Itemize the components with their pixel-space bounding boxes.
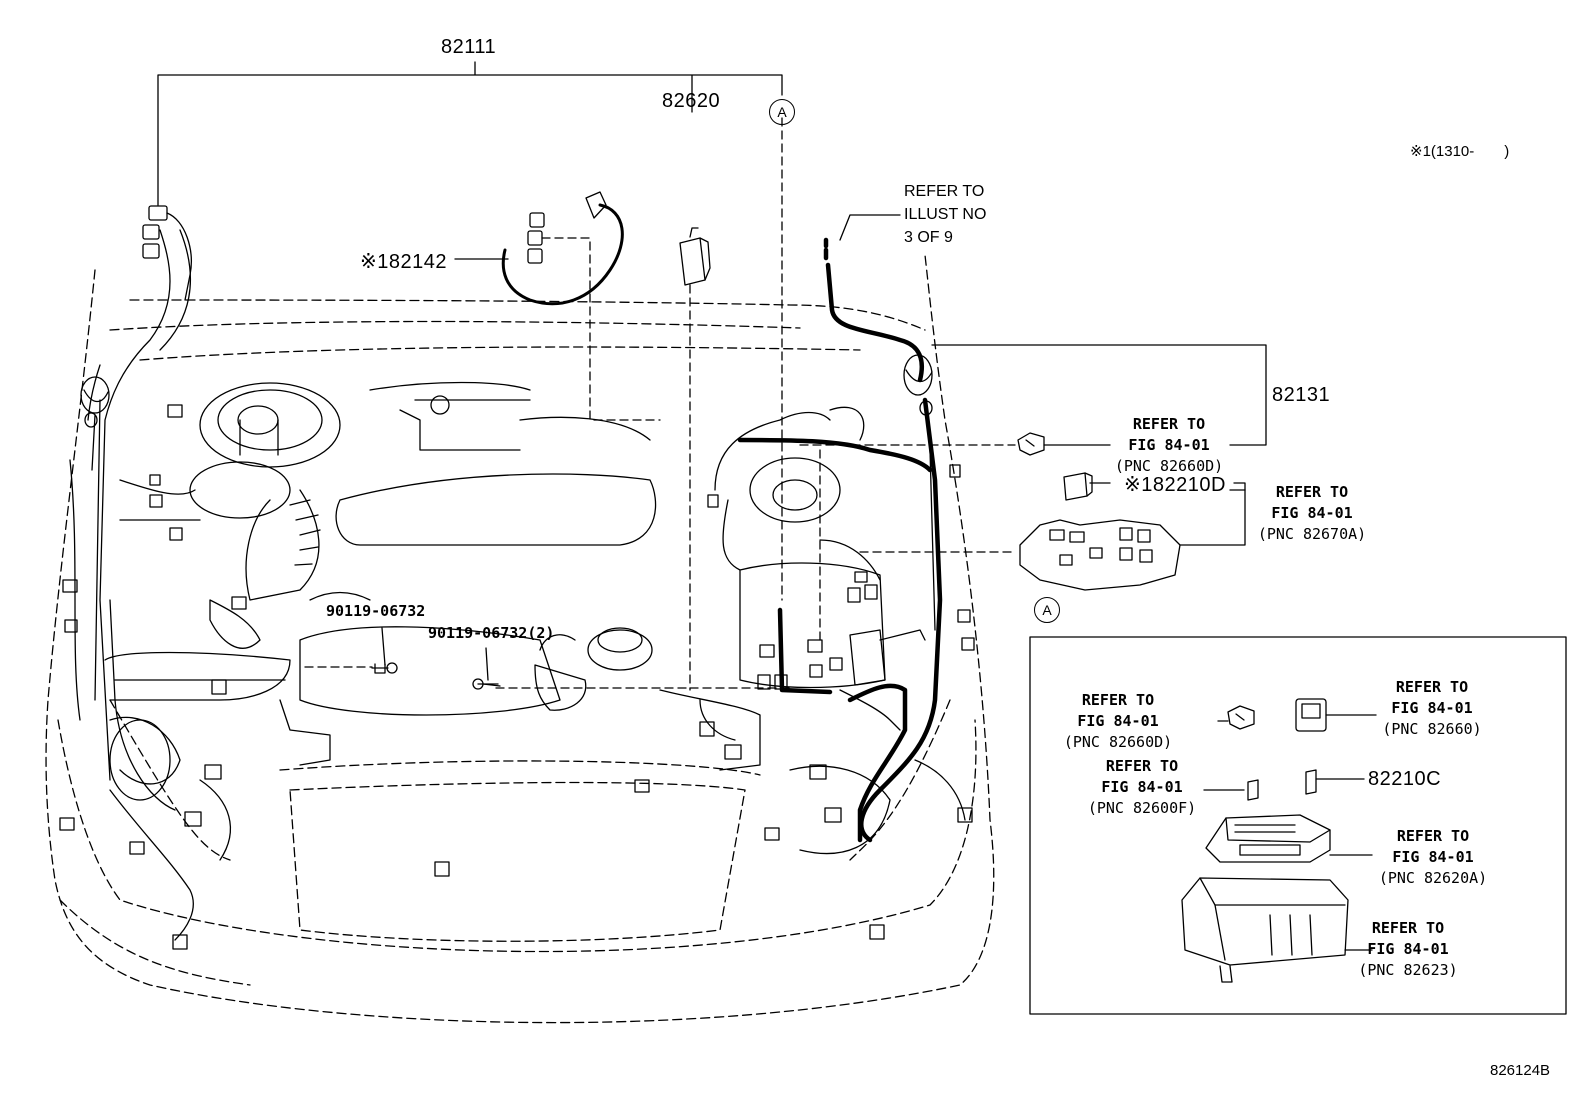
ref-line: (PNC 82660D) xyxy=(1063,733,1173,751)
harness-82131 xyxy=(737,262,943,843)
ref-line: (PNC 82623) xyxy=(1358,961,1458,979)
ref-line: FIG 84-01 xyxy=(1392,848,1474,866)
ref-line: REFER TO xyxy=(1396,827,1470,845)
ref-line: FIG 84-01 xyxy=(1101,778,1183,796)
note-top-right: ※1(1310- ) xyxy=(1410,143,1510,160)
ref-line: REFER TO xyxy=(1395,678,1469,696)
inset-parts xyxy=(1181,698,1377,983)
leader-illust xyxy=(839,214,901,241)
label-82620: 82620 xyxy=(662,90,721,112)
label-82131: 82131 xyxy=(1272,384,1331,406)
ref-line: (PNC 82620A) xyxy=(1378,869,1488,887)
callout-marker-a-top: A xyxy=(769,99,795,125)
ref-line: REFER TO xyxy=(1105,757,1179,775)
callout-marker-a-bottom: A xyxy=(1034,597,1060,623)
ref-line: (PNC 82660D) xyxy=(1114,457,1224,475)
refer-82660-inset: REFER TO FIG 84-01 (PNC 82660) xyxy=(1370,677,1494,740)
connectors-82111 xyxy=(142,205,192,301)
grommet-82131 xyxy=(903,354,933,416)
engine-components xyxy=(59,229,975,950)
leader-82111 xyxy=(157,61,783,206)
leader-82210d xyxy=(1233,482,1246,491)
label-bolt-2: 90119-06732(2) xyxy=(428,624,555,642)
ref-line: (PNC 82660) xyxy=(1382,720,1482,738)
refer-illust-line-2: ILLUST NO xyxy=(904,206,987,223)
refer-illust-line-1: REFER TO xyxy=(904,183,985,200)
label-82210c: 82210C xyxy=(1368,768,1442,790)
ref-line: FIG 84-01 xyxy=(1391,699,1473,717)
refer-illust-line-3: 3 OF 9 xyxy=(904,229,953,246)
ref-line: REFER TO xyxy=(1275,483,1349,501)
refer-82660d-inset: REFER TO FIG 84-01 (PNC 82660D) xyxy=(1056,690,1180,753)
dashed-leaders xyxy=(304,117,1016,691)
junction-block-82670a xyxy=(1019,489,1246,591)
harness-82142 xyxy=(501,191,624,306)
diagram-code: 826124B xyxy=(1490,1062,1551,1079)
ref-line: FIG 84-01 xyxy=(1367,940,1449,958)
ref-line: FIG 84-01 xyxy=(1128,436,1210,454)
relay-82210d xyxy=(1063,472,1111,501)
ref-line: (PNC 82670A) xyxy=(1257,525,1367,543)
label-82210d: ※182210D xyxy=(1124,474,1226,496)
refer-82600f-inset: REFER TO FIG 84-01 (PNC 82600F) xyxy=(1080,756,1204,819)
refer-82670a: REFER TO FIG 84-01 (PNC 82670A) xyxy=(1248,482,1376,545)
ref-line: (PNC 82600F) xyxy=(1087,799,1197,817)
grommet-82111 xyxy=(80,376,110,471)
refer-82623-inset: REFER TO FIG 84-01 (PNC 82623) xyxy=(1346,918,1470,981)
ref-line: FIG 84-01 xyxy=(1271,504,1353,522)
bolt-90119-1 xyxy=(371,627,398,674)
refer-82620a-inset: REFER TO FIG 84-01 (PNC 82620A) xyxy=(1366,826,1500,889)
refer-illust-block: REFER TO ILLUST NO 3 OF 9 xyxy=(904,180,986,249)
relay-82620 xyxy=(679,227,711,286)
label-bolt-1: 90119-06732 xyxy=(326,602,426,620)
ref-line: REFER TO xyxy=(1371,919,1445,937)
refer-82660d-main: REFER TO FIG 84-01 (PNC 82660D) xyxy=(1108,414,1230,477)
label-82111: 82111 xyxy=(441,36,497,58)
inset-box xyxy=(1029,636,1567,1015)
leader-82131 xyxy=(931,344,1267,446)
ref-line: REFER TO xyxy=(1081,691,1155,709)
bolt-90119-2 xyxy=(472,647,501,690)
ref-line: REFER TO xyxy=(1132,415,1206,433)
label-82142: ※182142 xyxy=(360,251,447,273)
ref-line: FIG 84-01 xyxy=(1077,712,1159,730)
connector-82660d-top xyxy=(1017,432,1111,456)
